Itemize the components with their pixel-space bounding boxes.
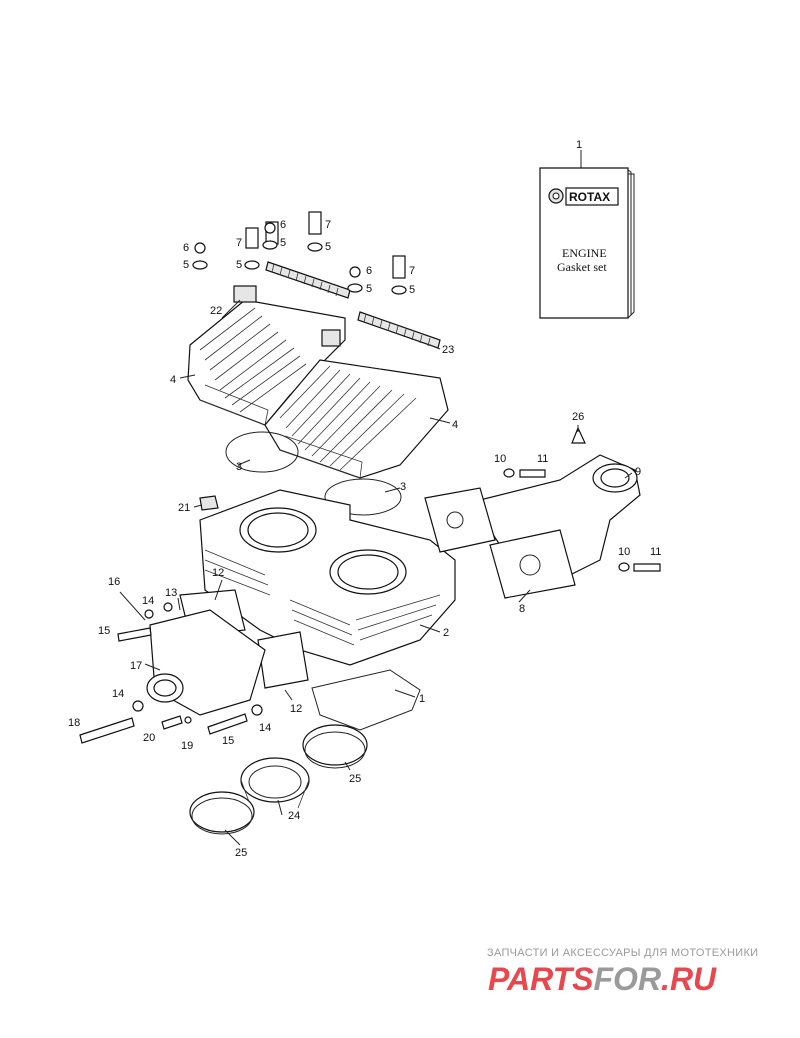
callout-18: 18 — [68, 717, 80, 729]
callout-5c: 5 — [280, 237, 286, 249]
head-fasteners — [192, 211, 407, 295]
callout-3a: 3 — [236, 461, 242, 473]
callout-5f: 5 — [409, 284, 415, 296]
watermark-tagline: ЗАПЧАСТИ И АКСЕССУАРЫ ДЛЯ МОТОТЕХНИКИ — [487, 947, 758, 959]
manifold-plug — [571, 426, 586, 444]
callout-6b: 6 — [280, 219, 286, 231]
callout-15b: 15 — [222, 735, 234, 747]
callout-11b: 11 — [650, 546, 661, 558]
manual-subtitle: Gasket set — [557, 260, 607, 274]
carburetor-socket — [240, 757, 310, 811]
callout-19: 19 — [181, 740, 193, 752]
callout-8: 8 — [519, 603, 525, 615]
manifold-bolts — [503, 468, 661, 572]
callout-5d: 5 — [325, 241, 331, 253]
manual-brand: ROTAX — [569, 190, 610, 204]
callout-21: 21 — [178, 502, 190, 514]
callout-4b: 4 — [452, 419, 458, 431]
callout-5a: 5 — [183, 259, 189, 271]
callout-25b: 25 — [349, 773, 361, 785]
callout-27: 1 — [576, 139, 582, 151]
callout-12b: 12 — [290, 703, 302, 715]
callout-14a: 14 — [142, 595, 154, 607]
cylinder-head-right — [264, 359, 449, 479]
callout-5e: 5 — [366, 283, 372, 295]
carburetor-clamp-upper — [302, 724, 368, 769]
callout-6c: 6 — [366, 265, 372, 277]
callout-12a: 12 — [212, 567, 224, 579]
callout-22: 22 — [210, 305, 222, 317]
intake-bolts — [79, 602, 263, 744]
callout-15a: 15 — [98, 625, 110, 637]
head-seal-strips — [233, 261, 441, 349]
head-o-rings — [225, 431, 402, 516]
callout-14c: 14 — [259, 722, 271, 734]
carburetor-clamp-lower — [189, 791, 255, 835]
intake-clip — [199, 495, 219, 511]
callout-24: 24 — [288, 810, 300, 822]
callout-2: 2 — [443, 627, 449, 639]
watermark-logo-for: FOR — [594, 961, 662, 997]
callout-11a: 11 — [537, 453, 548, 465]
cylinder-block — [199, 489, 456, 666]
callout-9: 9 — [635, 466, 641, 478]
watermark-logo: PARTSFOR.RU — [488, 961, 717, 997]
base-gasket — [311, 669, 421, 731]
callout-3b: 3 — [400, 481, 406, 493]
callout-1: 1 — [419, 693, 425, 705]
callout-7c: 7 — [409, 265, 415, 277]
callout-14b: 14 — [112, 688, 124, 700]
manual-title: ENGINE — [562, 246, 607, 260]
callout-16: 16 — [108, 576, 120, 588]
leader-lines — [119, 299, 633, 846]
gasket-set-manual — [539, 150, 635, 319]
callout-20: 20 — [143, 732, 155, 744]
exhaust-manifold — [424, 454, 641, 599]
site-watermark: ЗАПЧАСТИ И АКСЕССУАРЫ ДЛЯ МОТОТЕХНИКИ PA… — [487, 947, 758, 997]
callout-25a: 25 — [235, 847, 247, 859]
callout-7b: 7 — [325, 219, 331, 231]
callout-23: 23 — [442, 344, 454, 356]
callout-7a: 7 — [236, 237, 242, 249]
rotax-logo-icon — [548, 187, 619, 206]
callout-10b: 10 — [618, 546, 630, 558]
intake-adapter — [146, 609, 266, 716]
callout-13: 13 — [165, 587, 177, 599]
callout-10a: 10 — [494, 453, 506, 465]
callout-labels: 1 1 2 3 3 4 4 5 5 5 5 5 5 6 6 6 7 7 7 8 … — [68, 139, 661, 859]
callout-4a: 4 — [170, 374, 176, 386]
callout-17: 17 — [130, 660, 142, 672]
callout-5b: 5 — [236, 259, 242, 271]
callout-26: 26 — [572, 411, 584, 423]
watermark-logo-ru: .RU — [661, 961, 717, 997]
callout-6a: 6 — [183, 242, 189, 254]
watermark-logo-parts: PARTS — [488, 961, 594, 997]
